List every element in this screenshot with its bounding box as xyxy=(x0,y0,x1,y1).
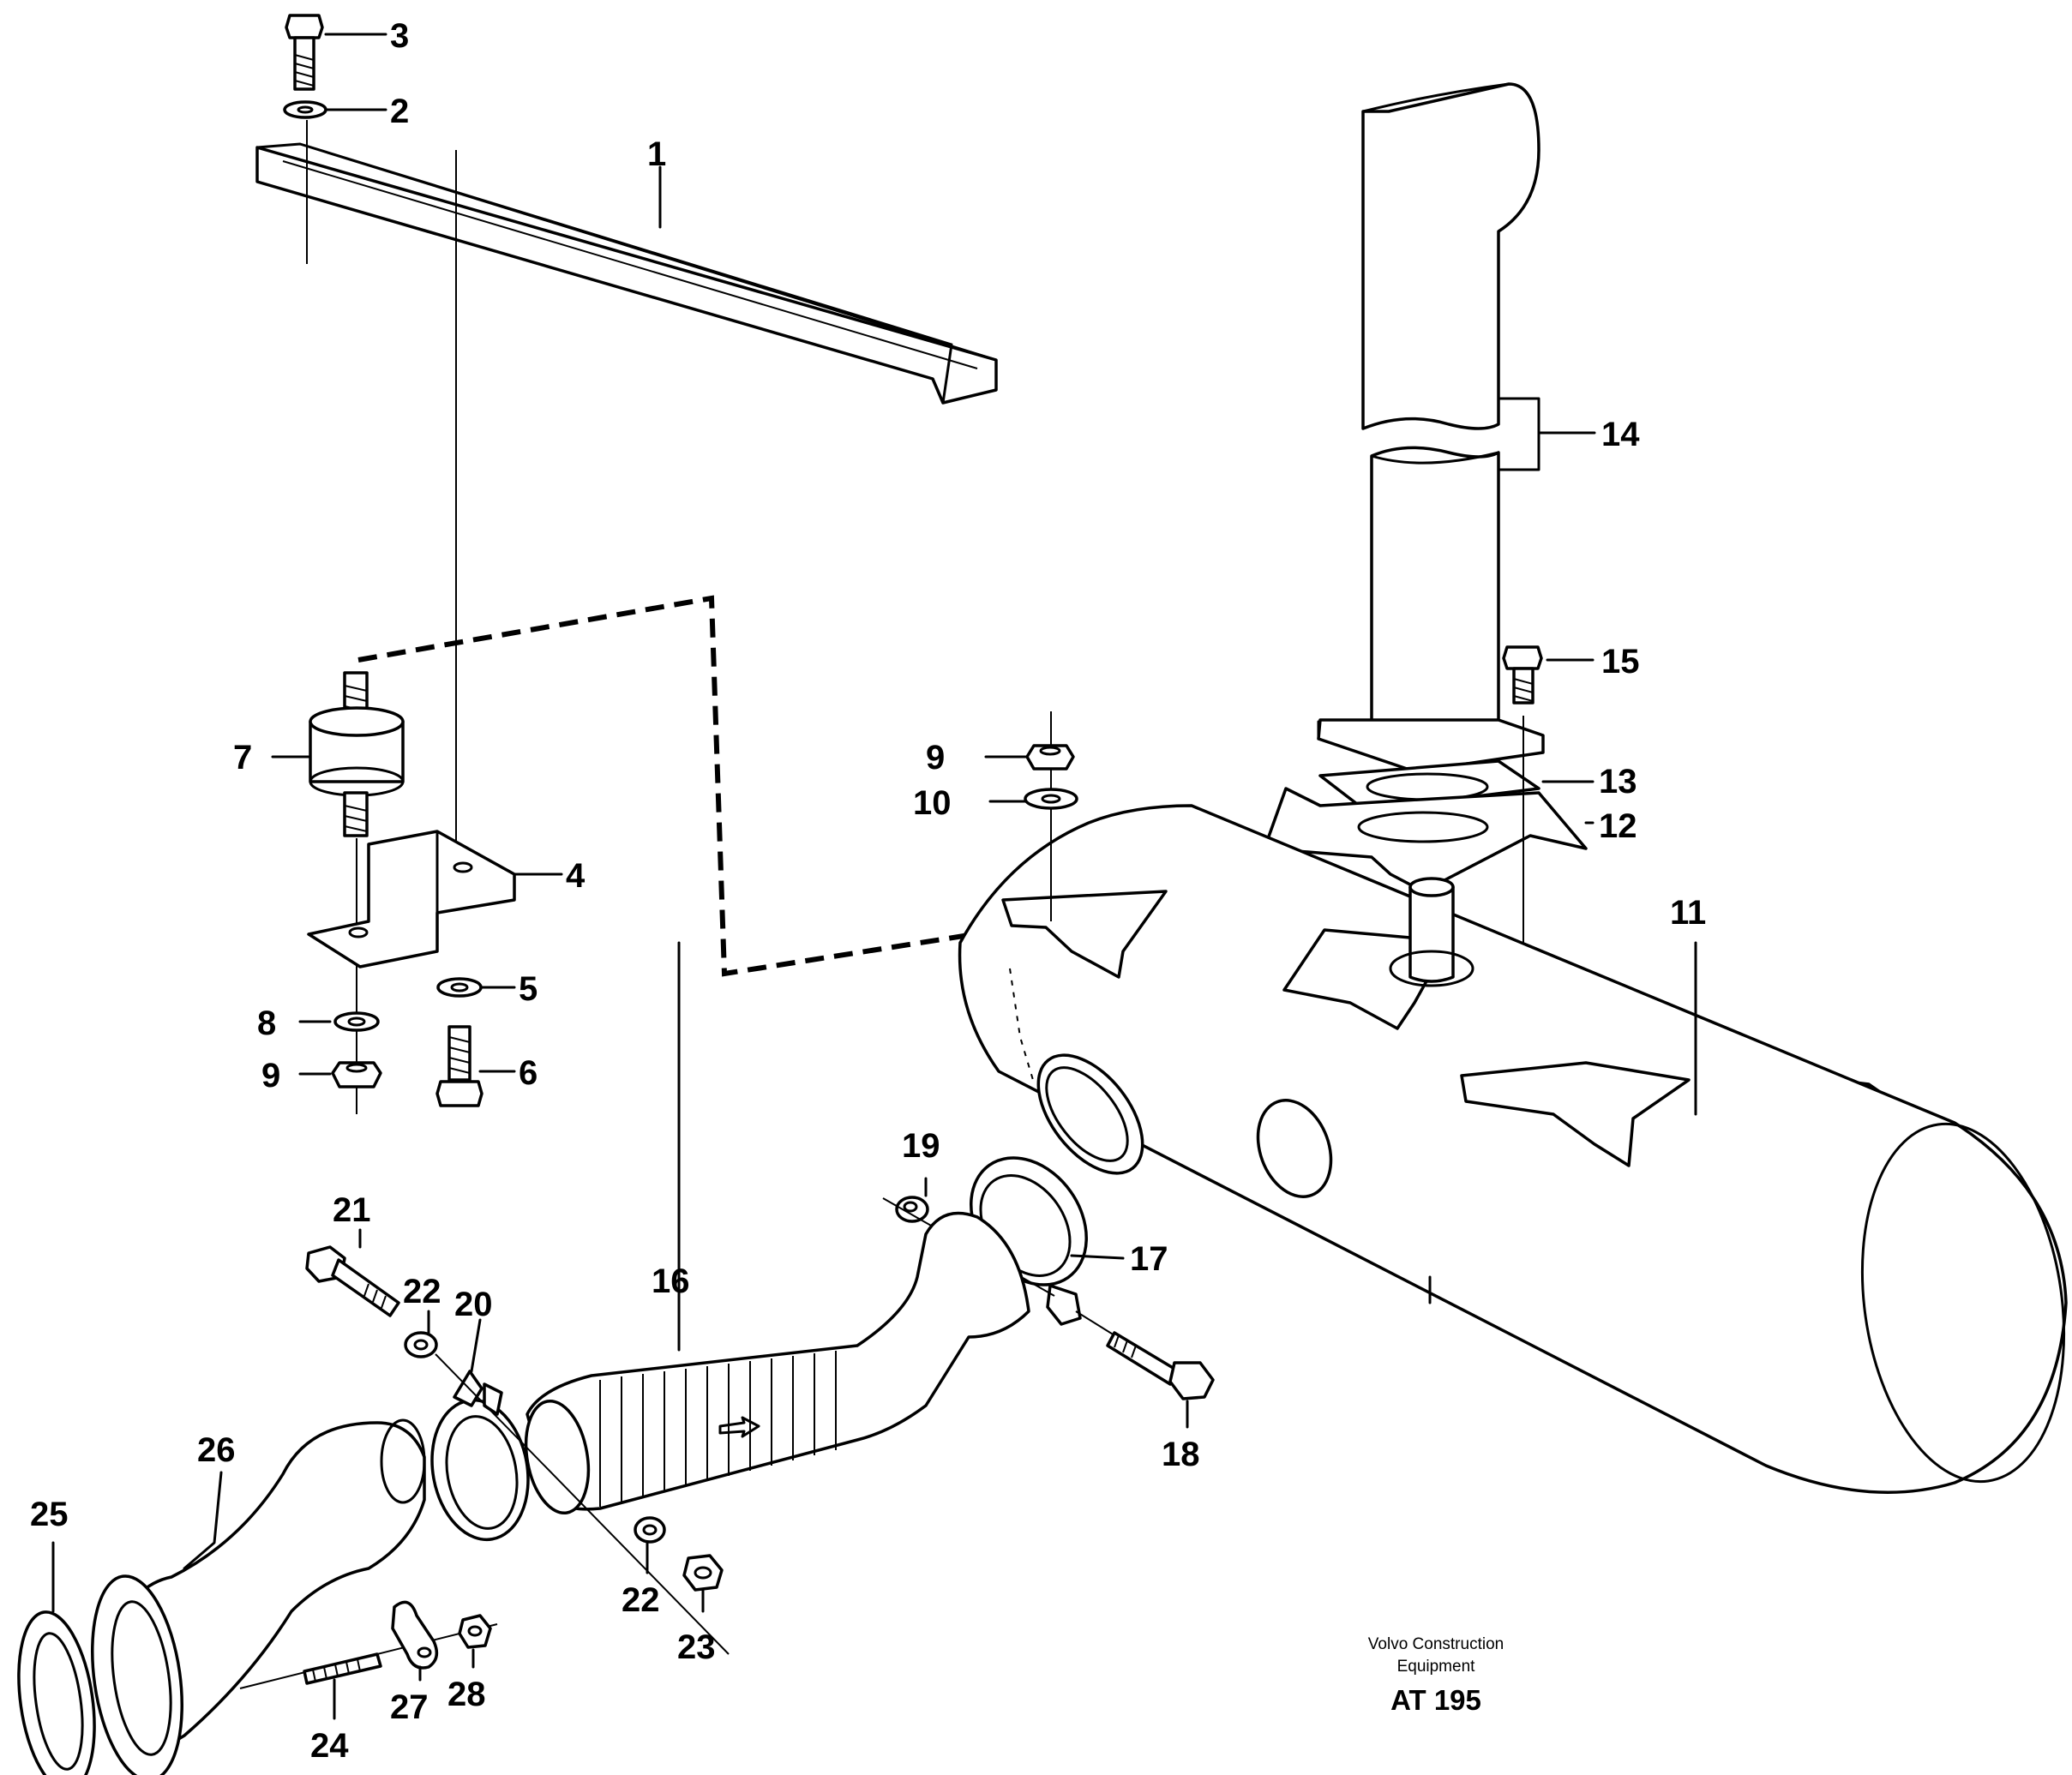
part-1-bracket-rail xyxy=(255,142,998,405)
figure-code: AT 195 xyxy=(1390,1684,1481,1716)
callout-15: 15 xyxy=(1601,643,1640,681)
leader-lines xyxy=(51,33,1697,1720)
pipe-flange xyxy=(90,1574,184,1775)
callout-9: 9 xyxy=(261,1057,280,1094)
part-8-washer xyxy=(333,1011,380,1032)
part-21-screw xyxy=(305,1245,400,1317)
callout-17: 17 xyxy=(1130,1240,1168,1278)
callout-6: 6 xyxy=(519,1054,538,1092)
pipe-flange xyxy=(1317,718,1545,773)
part-2-washer xyxy=(283,100,327,119)
caption-line-1: Volvo Construction xyxy=(1368,1635,1504,1653)
callout-18: 18 xyxy=(1162,1436,1200,1473)
part-22-washer xyxy=(634,1516,666,1544)
callout-7: 7 xyxy=(233,739,252,777)
part-18-screw xyxy=(1106,1331,1215,1400)
axis-line xyxy=(1075,1310,1115,1336)
part-26-exhaust-pipe xyxy=(110,1418,426,1750)
callout-12: 12 xyxy=(1599,807,1637,845)
callout-bracket-14 xyxy=(1497,397,1596,471)
part-10-washer xyxy=(1024,788,1078,810)
part-24-stud xyxy=(303,1652,382,1685)
part-23-nut xyxy=(682,1554,724,1592)
part-28-nut xyxy=(458,1614,492,1649)
figure-caption: Volvo Construction Equipment AT 195 xyxy=(1368,1635,1504,1716)
callout-5: 5 xyxy=(519,970,538,1008)
part-4-bracket xyxy=(307,830,516,968)
callout-8: 8 xyxy=(257,1004,276,1042)
callout-2: 2 xyxy=(390,93,409,130)
callout-22: 22 xyxy=(403,1273,441,1310)
part-22-washer xyxy=(404,1331,438,1358)
part-6-screw xyxy=(435,1025,483,1107)
part-5-washer xyxy=(436,977,483,998)
callout-16: 16 xyxy=(652,1262,690,1300)
callout-9: 9 xyxy=(926,739,945,777)
part-19-nut xyxy=(895,1196,929,1223)
callout-10: 10 xyxy=(913,784,952,822)
reference-dashed-line xyxy=(357,595,1008,977)
callout-1: 1 xyxy=(647,135,666,173)
callout-19: 19 xyxy=(902,1127,940,1165)
callout-4: 4 xyxy=(566,857,586,895)
part-27-lock-washer xyxy=(391,1600,439,1670)
part-9-nut xyxy=(1025,744,1075,771)
part-13-gasket xyxy=(1318,759,1540,812)
part-20-clamp xyxy=(430,1370,530,1542)
part-15-screw xyxy=(1502,645,1543,705)
callout-14: 14 xyxy=(1601,416,1640,453)
part-12-gasket xyxy=(1263,787,1588,893)
callout-28: 28 xyxy=(447,1676,486,1713)
callout-labels: 3 2 1 7 4 5 8 9 6 9 10 11 12 13 14 15 16… xyxy=(30,17,1706,1765)
callout-25: 25 xyxy=(30,1496,69,1533)
part-25-gasket xyxy=(17,1610,96,1775)
part-7-rubber-mount xyxy=(309,671,405,837)
callout-26: 26 xyxy=(197,1431,236,1469)
part-16-flex-pipe xyxy=(524,1211,1030,1515)
callout-27: 27 xyxy=(390,1688,429,1726)
part-3-screw xyxy=(285,14,324,91)
callout-22: 22 xyxy=(622,1581,660,1619)
part-11-silencer xyxy=(958,804,2068,1494)
axis-line xyxy=(435,1353,730,1655)
callout-24: 24 xyxy=(310,1727,349,1765)
callout-20: 20 xyxy=(454,1286,493,1323)
caption-line-2: Equipment xyxy=(1397,1658,1476,1676)
callout-3: 3 xyxy=(390,17,409,55)
callout-21: 21 xyxy=(333,1191,371,1229)
callout-11: 11 xyxy=(1670,894,1706,932)
callout-13: 13 xyxy=(1599,763,1637,801)
part-14-exhaust-pipe xyxy=(1361,82,1540,747)
callout-23: 23 xyxy=(677,1628,716,1666)
part-9-nut xyxy=(331,1061,382,1088)
